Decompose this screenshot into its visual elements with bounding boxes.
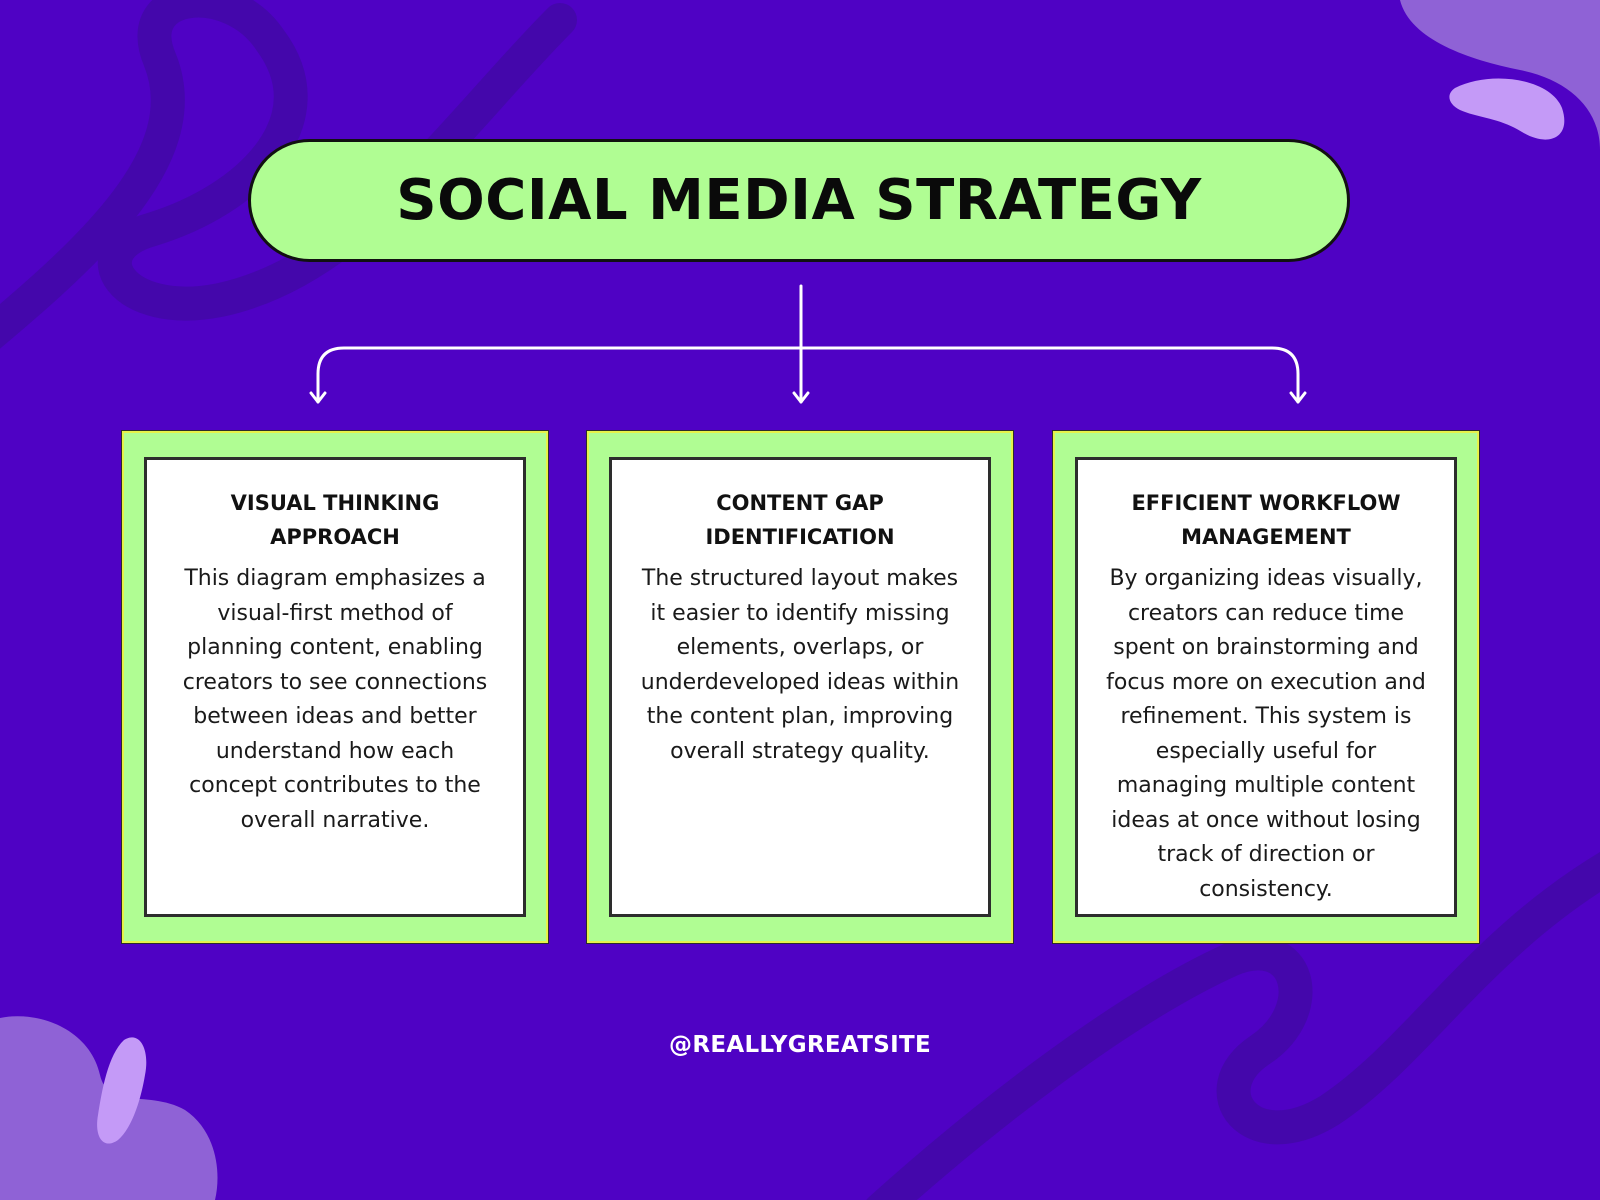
card-title: CONTENT GAP IDENTIFICATION bbox=[705, 491, 895, 549]
card-efficient-workflow: EFFICIENT WORKFLOW MANAGEMENT By organiz… bbox=[1053, 431, 1479, 943]
blob-top-right-lavender bbox=[1449, 78, 1565, 140]
swirl-stroke-bottom-right bbox=[866, 852, 1600, 1200]
card-panel: VISUAL THINKING APPROACH This diagram em… bbox=[144, 457, 526, 917]
diagram-title: SOCIAL MEDIA STRATEGY bbox=[396, 168, 1202, 233]
card-content-gap: CONTENT GAP IDENTIFICATION The structure… bbox=[587, 431, 1013, 943]
footer-handle: @REALLYGREATSITE bbox=[669, 1032, 931, 1058]
card-body: The structured layout makes it easier to… bbox=[640, 566, 960, 764]
card-body: By organizing ideas visually, creators c… bbox=[1106, 566, 1426, 902]
card-body: This diagram emphasizes a visual-first m… bbox=[182, 566, 488, 833]
blob-top-right-violet bbox=[1400, 0, 1600, 150]
blob-bottom-left-lavender bbox=[97, 1037, 147, 1144]
card-visual-thinking: VISUAL THINKING APPROACH This diagram em… bbox=[122, 431, 548, 943]
card-title: EFFICIENT WORKFLOW MANAGEMENT bbox=[1131, 491, 1401, 549]
card-panel: CONTENT GAP IDENTIFICATION The structure… bbox=[609, 457, 991, 917]
card-title: VISUAL THINKING APPROACH bbox=[230, 491, 440, 549]
card-panel: EFFICIENT WORKFLOW MANAGEMENT By organiz… bbox=[1075, 457, 1457, 917]
title-pill: SOCIAL MEDIA STRATEGY bbox=[248, 139, 1350, 262]
